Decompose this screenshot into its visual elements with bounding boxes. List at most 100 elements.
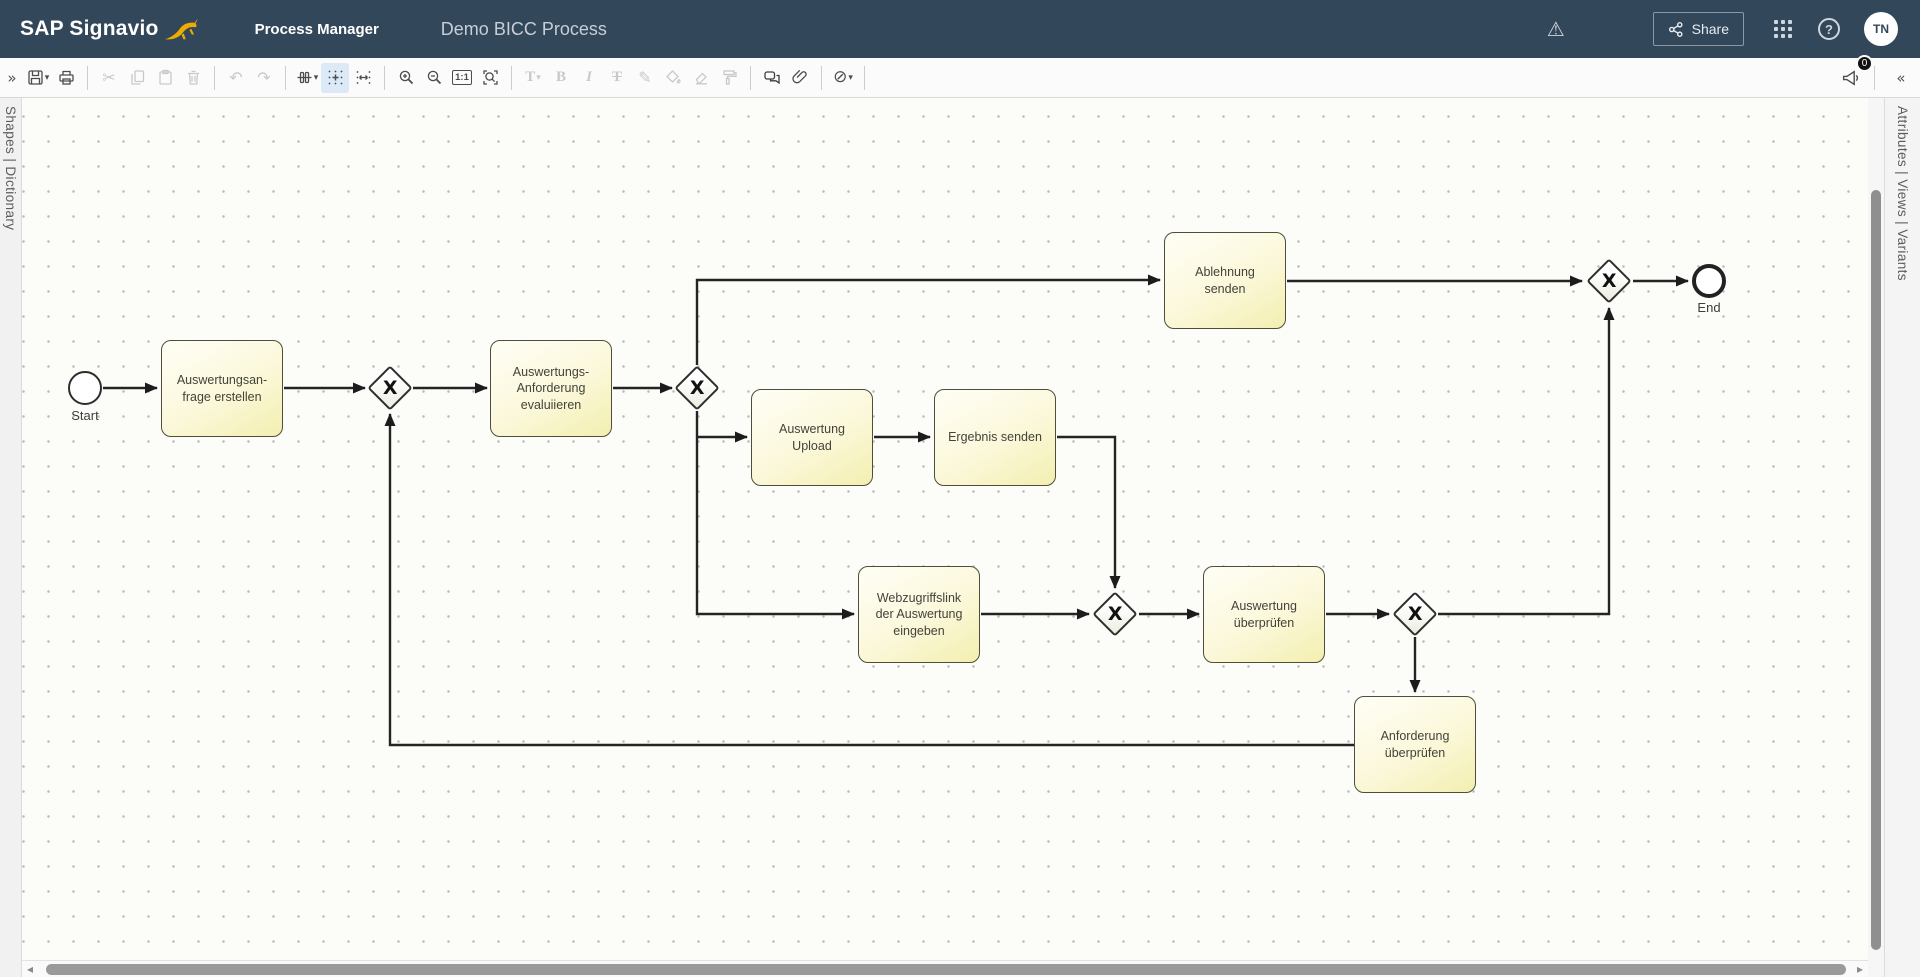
start-event[interactable] — [68, 371, 102, 405]
vertical-scroll-thumb[interactable] — [1871, 190, 1881, 950]
end-event[interactable] — [1692, 264, 1726, 298]
toolbar-separator — [864, 65, 865, 90]
fill-color-button — [659, 63, 687, 93]
bpmn-canvas[interactable]: Start End Auswertungsan- frage erstellen… — [22, 98, 1868, 960]
spacing-tool-button[interactable] — [349, 63, 377, 93]
scroll-right-arrow[interactable]: ▸ — [1856, 962, 1863, 976]
paste-button — [151, 63, 179, 93]
snap-grid-button[interactable] — [321, 62, 349, 93]
zoom-actual-icon: 1:1 — [451, 70, 473, 85]
expand-left-panel-button[interactable]: » — [7, 68, 17, 87]
right-panel-strip: Attributes | Views | Variants — [1884, 98, 1920, 977]
gateway-x-marker: X — [689, 377, 705, 399]
editor-toolbar: » ▾ ✂ ↶ ↷ ▾ — [0, 54, 1920, 98]
app-grid-icon[interactable] — [1774, 20, 1792, 38]
share-button[interactable]: Share — [1652, 12, 1744, 46]
align-button[interactable]: ▾ — [293, 63, 321, 93]
horizontal-scroll-thumb[interactable] — [46, 964, 1846, 975]
gateway-x-marker: X — [382, 377, 398, 399]
copy-button — [123, 63, 151, 93]
save-button[interactable]: ▾ — [24, 63, 52, 93]
task-webzugriffslink-eingeben[interactable]: Webzugriffslink der Auswertung eingeben — [858, 566, 980, 663]
task-auswertung-upload[interactable]: Auswertung Upload — [751, 389, 873, 486]
gateway-x-marker: X — [1601, 270, 1617, 292]
zoom-out-icon — [427, 70, 441, 85]
toolbar-separator — [511, 65, 512, 90]
zoom-actual-button[interactable]: 1:1 — [448, 63, 476, 93]
cut-icon: ✂ — [102, 67, 116, 87]
zoom-in-button[interactable] — [392, 63, 420, 93]
cut-button: ✂ — [95, 63, 123, 93]
delete-button — [179, 63, 207, 93]
brand-logo[interactable]: SAP Signavio — [20, 16, 201, 42]
format-painter-icon — [722, 70, 737, 85]
bold-button: B — [547, 63, 575, 93]
toolbar-separator — [1874, 65, 1875, 90]
task-anforderung-evaluieren[interactable]: Auswertungs- Anforderung evaluiieren — [490, 340, 612, 437]
task-ergebnis-senden[interactable]: Ergebnis senden — [934, 389, 1056, 486]
left-panel-strip: Shapes | Dictionary — [0, 98, 22, 977]
sequence-flow[interactable] — [1057, 435, 1121, 589]
strikethrough-icon: T — [611, 69, 622, 85]
notification-badge: 0 — [1856, 54, 1873, 72]
app-name[interactable]: Process Manager — [254, 20, 379, 38]
collapse-right-panel-button[interactable]: « — [1896, 68, 1906, 87]
canvas-area: Start End Auswertungsan- frage erstellen… — [22, 98, 1868, 977]
redo-icon: ↷ — [257, 67, 271, 87]
comments-button[interactable] — [758, 63, 786, 93]
print-icon — [58, 70, 74, 85]
overlay-caret-icon[interactable]: ▾ — [848, 72, 853, 83]
end-event-label: End — [1697, 300, 1721, 315]
bold-icon: B — [555, 69, 566, 85]
workspace: Shapes | Dictionary — [0, 98, 1920, 977]
flow-connectors — [103, 274, 1689, 747]
format-painter-button — [715, 63, 743, 93]
share-label: Share — [1691, 21, 1729, 37]
undo-button: ↶ — [222, 63, 250, 93]
sequence-flow[interactable] — [1438, 307, 1615, 616]
sequence-flow[interactable] — [695, 274, 1161, 365]
scroll-left-arrow[interactable]: ◂ — [27, 962, 34, 976]
toolbar-separator — [87, 65, 88, 90]
toolbar-separator — [750, 65, 751, 90]
redo-button: ↷ — [250, 63, 278, 93]
paste-icon — [158, 69, 172, 85]
zoom-out-button[interactable] — [420, 63, 448, 93]
share-icon — [1668, 21, 1683, 37]
toolbar-separator — [384, 65, 385, 90]
task-auswertung-ueberpruefen[interactable]: Auswertung überprüfen — [1203, 566, 1325, 663]
toolbar-separator — [285, 65, 286, 90]
zoom-fit-button[interactable] — [476, 63, 504, 93]
task-auswertungsanfrage-erstellen[interactable]: Auswertungsan- frage erstellen — [161, 340, 283, 437]
document-title[interactable]: Demo BICC Process — [440, 18, 607, 39]
comments-icon — [764, 71, 780, 85]
undo-icon: ↶ — [229, 67, 243, 87]
task-ablehnung-senden[interactable]: Ablehnung senden — [1164, 232, 1286, 329]
springbok-icon — [164, 18, 198, 40]
start-event-label: Start — [71, 408, 99, 423]
sequence-flow[interactable] — [384, 413, 1354, 747]
align-caret-icon[interactable]: ▾ — [313, 72, 319, 83]
spacing-icon — [356, 71, 370, 84]
right-panel-tabs[interactable]: Attributes | Views | Variants — [1895, 106, 1910, 281]
align-icon — [297, 71, 312, 84]
toolbar-separator — [214, 65, 215, 90]
left-panel-tabs[interactable]: Shapes | Dictionary — [3, 106, 18, 231]
avatar[interactable]: TN — [1864, 12, 1898, 46]
eraser-button — [687, 63, 715, 93]
top-header: SAP Signavio Process Manager Demo BICC P… — [0, 0, 1920, 58]
help-icon[interactable]: ? — [1818, 18, 1840, 40]
overlay-button[interactable]: ⊘ ▾ — [829, 63, 857, 93]
gateway-x-marker: X — [1107, 603, 1123, 625]
zoom-in-icon — [399, 70, 413, 85]
task-anforderung-ueberpruefen[interactable]: Anforderung überprüfen — [1354, 696, 1476, 793]
attachment-button[interactable] — [786, 63, 814, 93]
sequence-flow[interactable] — [695, 411, 855, 620]
print-button[interactable] — [52, 63, 80, 93]
save-caret-icon[interactable]: ▾ — [44, 72, 50, 83]
warning-icon[interactable]: ⚠ — [1546, 17, 1565, 41]
vertical-scrollbar[interactable] — [1868, 98, 1884, 977]
italic-button: I — [575, 63, 603, 93]
notifications-button[interactable]: 0 — [1836, 54, 1873, 93]
horizontal-scrollbar[interactable]: ◂ ▸ — [22, 960, 1868, 977]
